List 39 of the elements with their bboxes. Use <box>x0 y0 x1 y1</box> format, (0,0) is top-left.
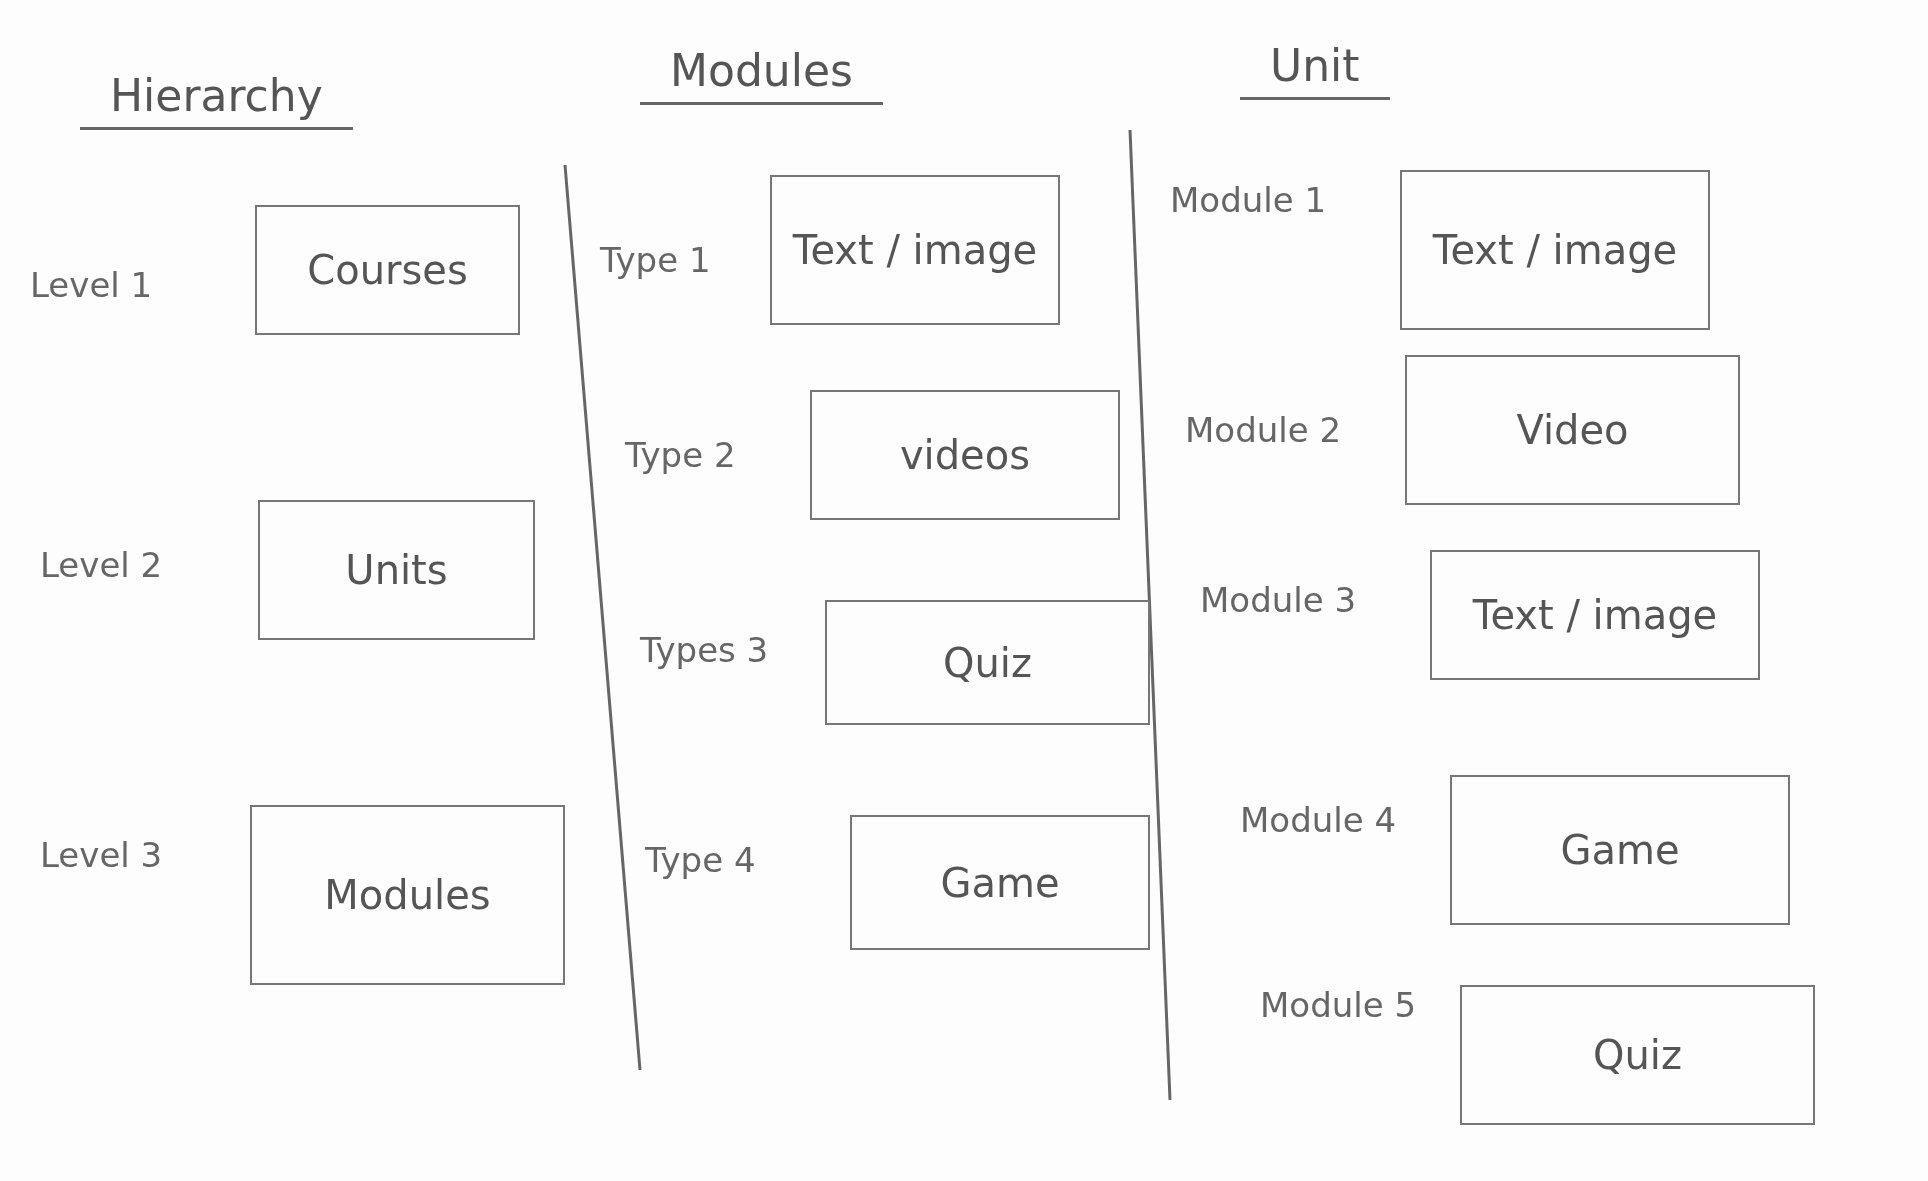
box-label: Text / image <box>1472 592 1718 638</box>
box-label: Units <box>345 547 448 593</box>
column-heading: Hierarchy <box>80 70 353 130</box>
content-box <box>1450 775 1790 925</box>
content-box <box>255 205 520 335</box>
row-label: Module 1 <box>1170 180 1327 220</box>
row-label: Level 3 <box>40 835 163 875</box>
box-label: Courses <box>307 247 468 293</box>
row-label: Type 2 <box>625 435 736 475</box>
row-label: Module 2 <box>1185 410 1342 450</box>
row-label: Module 4 <box>1240 800 1397 840</box>
box-label: Modules <box>324 872 491 918</box>
box-label: Video <box>1516 407 1629 453</box>
column-heading: Unit <box>1240 40 1390 100</box>
content-box <box>850 815 1150 950</box>
content-box <box>770 175 1060 325</box>
content-box <box>1400 170 1710 330</box>
box-label: Game <box>940 859 1060 906</box>
row-label: Level 1 <box>30 265 153 305</box>
content-box <box>810 390 1120 520</box>
box-label: Text / image <box>792 227 1038 273</box>
content-box <box>250 805 565 985</box>
row-label: Level 2 <box>40 545 163 585</box>
box-label: videos <box>899 432 1031 478</box>
content-box <box>258 500 535 640</box>
content-box <box>1405 355 1740 505</box>
content-box <box>825 600 1150 725</box>
box-label: Quiz <box>1593 1032 1682 1078</box>
box-label: Text / image <box>1432 227 1678 273</box>
row-label: Type 1 <box>600 240 711 280</box>
content-box <box>1430 550 1760 680</box>
row-label: Module 5 <box>1260 985 1417 1025</box>
row-label: Types 3 <box>640 630 769 670</box>
box-label: Game <box>1560 827 1680 873</box>
column-heading: Modules <box>640 45 883 105</box>
box-label: Quiz <box>943 639 1032 686</box>
content-box <box>1460 985 1815 1125</box>
row-label: Module 3 <box>1200 580 1357 620</box>
row-label: Type 4 <box>645 840 756 880</box>
